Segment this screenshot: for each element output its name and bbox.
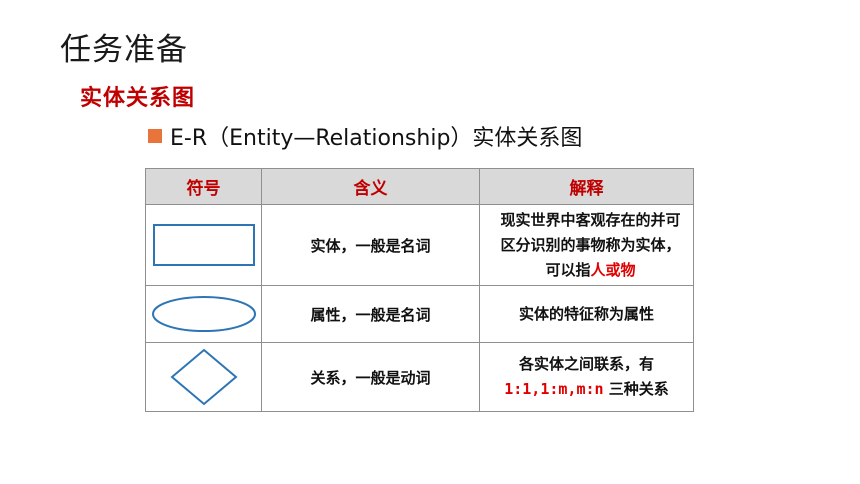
meaning-cell-relationship: 关系，一般是动词 bbox=[261, 342, 480, 412]
header-symbol: 符号 bbox=[145, 168, 262, 205]
diamond-icon bbox=[169, 348, 238, 406]
er-symbol-table: 符号 含义 解释 实体，一般是名词 现实世界中客观存在的并可 区分识别的事物称为… bbox=[145, 168, 694, 412]
explain-text: 实体的特征称为属性 bbox=[518, 304, 654, 323]
explain-cell-entity: 现实世界中客观存在的并可 区分识别的事物称为实体， 可以指人或物 bbox=[479, 204, 694, 286]
bullet-heading-text: E-R（Entity—Relationship）实体关系图 bbox=[170, 126, 583, 151]
section-title: 实体关系图 bbox=[80, 86, 196, 111]
meaning-cell-attribute: 属性，一般是名词 bbox=[261, 285, 480, 343]
explain-text: 区分识别的事物称为实体， bbox=[500, 235, 681, 254]
highlight-text: 1:1,1:m,m:n bbox=[504, 380, 604, 398]
rectangle-icon bbox=[152, 224, 255, 266]
symbol-cell-attribute bbox=[145, 285, 262, 343]
page-title: 任务准备 bbox=[60, 32, 188, 68]
explain-text: 可以指人或物 bbox=[545, 260, 636, 279]
ellipse-icon bbox=[151, 296, 256, 332]
meaning-cell-entity: 实体，一般是名词 bbox=[261, 204, 480, 286]
explain-text: 各实体之间联系，有 bbox=[518, 355, 654, 373]
square-bullet-icon bbox=[148, 129, 162, 143]
table-row-entity: 实体，一般是名词 现实世界中客观存在的并可 区分识别的事物称为实体， 可以指人或… bbox=[145, 204, 694, 286]
explain-cell-relationship: 各实体之间联系，有 1:1,1:m,m:n 三种关系 bbox=[479, 342, 694, 412]
symbol-cell-entity bbox=[145, 204, 262, 286]
table-header-row: 符号 含义 解释 bbox=[145, 168, 694, 205]
header-meaning: 含义 bbox=[261, 168, 480, 205]
bullet-heading: E-R（Entity—Relationship）实体关系图 bbox=[148, 120, 582, 152]
table-row-attribute: 属性，一般是名词 实体的特征称为属性 bbox=[145, 285, 694, 343]
highlight-text: 人或物 bbox=[590, 260, 636, 279]
explain-text: 1:1,1:m,m:n 三种关系 bbox=[504, 380, 669, 398]
explain-text: 现实世界中客观存在的并可 bbox=[500, 210, 681, 229]
header-explain: 解释 bbox=[479, 168, 694, 205]
symbol-cell-relationship bbox=[145, 342, 262, 412]
explain-cell-attribute: 实体的特征称为属性 bbox=[479, 285, 694, 343]
table-row-relationship: 关系，一般是动词 各实体之间联系，有 1:1,1:m,m:n 三种关系 bbox=[145, 342, 694, 412]
